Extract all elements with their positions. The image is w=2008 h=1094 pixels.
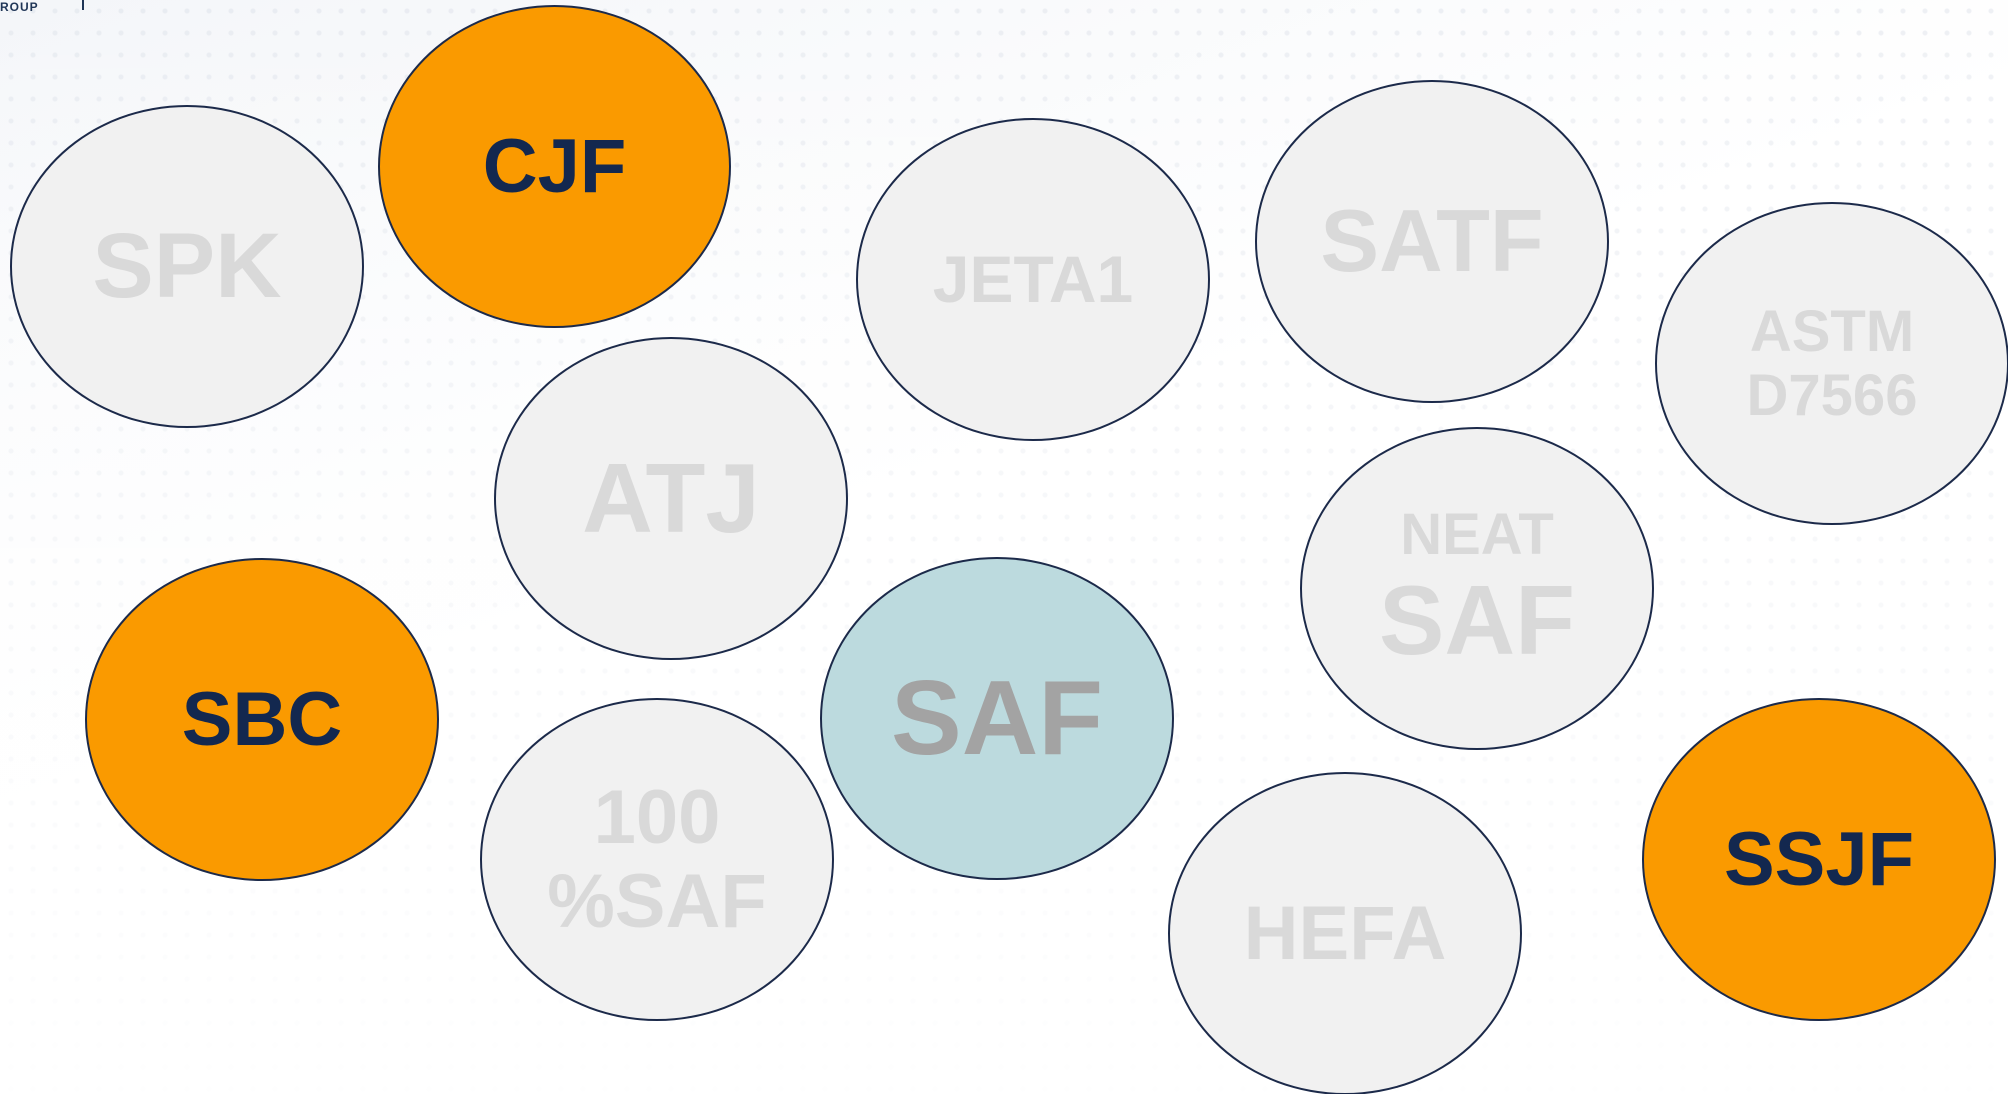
bubble-sbc: SBC (85, 558, 439, 881)
bubble-hefa-label: HEFA (1243, 890, 1447, 976)
bubble-neat-saf: NEAT SAF (1300, 427, 1654, 750)
bubble-spk: SPK (10, 105, 364, 428)
bubble-saf-center: SAF (820, 557, 1174, 880)
logo-divider (82, 0, 84, 10)
bubble-neat-line1: NEAT (1400, 501, 1554, 567)
bubble-spk-label: SPK (92, 214, 282, 317)
bubble-jeta1: JETA1 (856, 118, 1210, 441)
bubble-100-line2: %SAF (547, 858, 767, 944)
bubble-saf-label: SAF (891, 659, 1103, 778)
bubble-atj-label: ATJ (582, 442, 760, 553)
logo-text: ROUP (0, 0, 39, 14)
bubble-cjf: CJF (378, 5, 731, 328)
bubble-astm-line2: D7566 (1746, 362, 1918, 428)
bubble-satf: SATF (1255, 80, 1609, 403)
bubble-jeta1-label: JETA1 (932, 242, 1134, 317)
bubble-100-line1: 100 (593, 774, 721, 860)
bubble-astm: ASTM D7566 (1655, 202, 2008, 525)
bubble-100-saf: 100 %SAF (480, 698, 834, 1021)
bubble-atj: ATJ (494, 337, 848, 660)
bubble-neat-line2: SAF (1379, 564, 1575, 675)
bubble-sbc-label: SBC (181, 676, 343, 762)
bubble-astm-line1: ASTM (1749, 298, 1915, 364)
bubble-satf-label: SATF (1320, 191, 1544, 291)
bubble-cjf-label: CJF (482, 123, 627, 209)
bubble-ssjf: SSJF (1642, 698, 1996, 1021)
bubble-hefa: HEFA (1168, 772, 1522, 1094)
bubble-ssjf-label: SSJF (1723, 816, 1915, 902)
